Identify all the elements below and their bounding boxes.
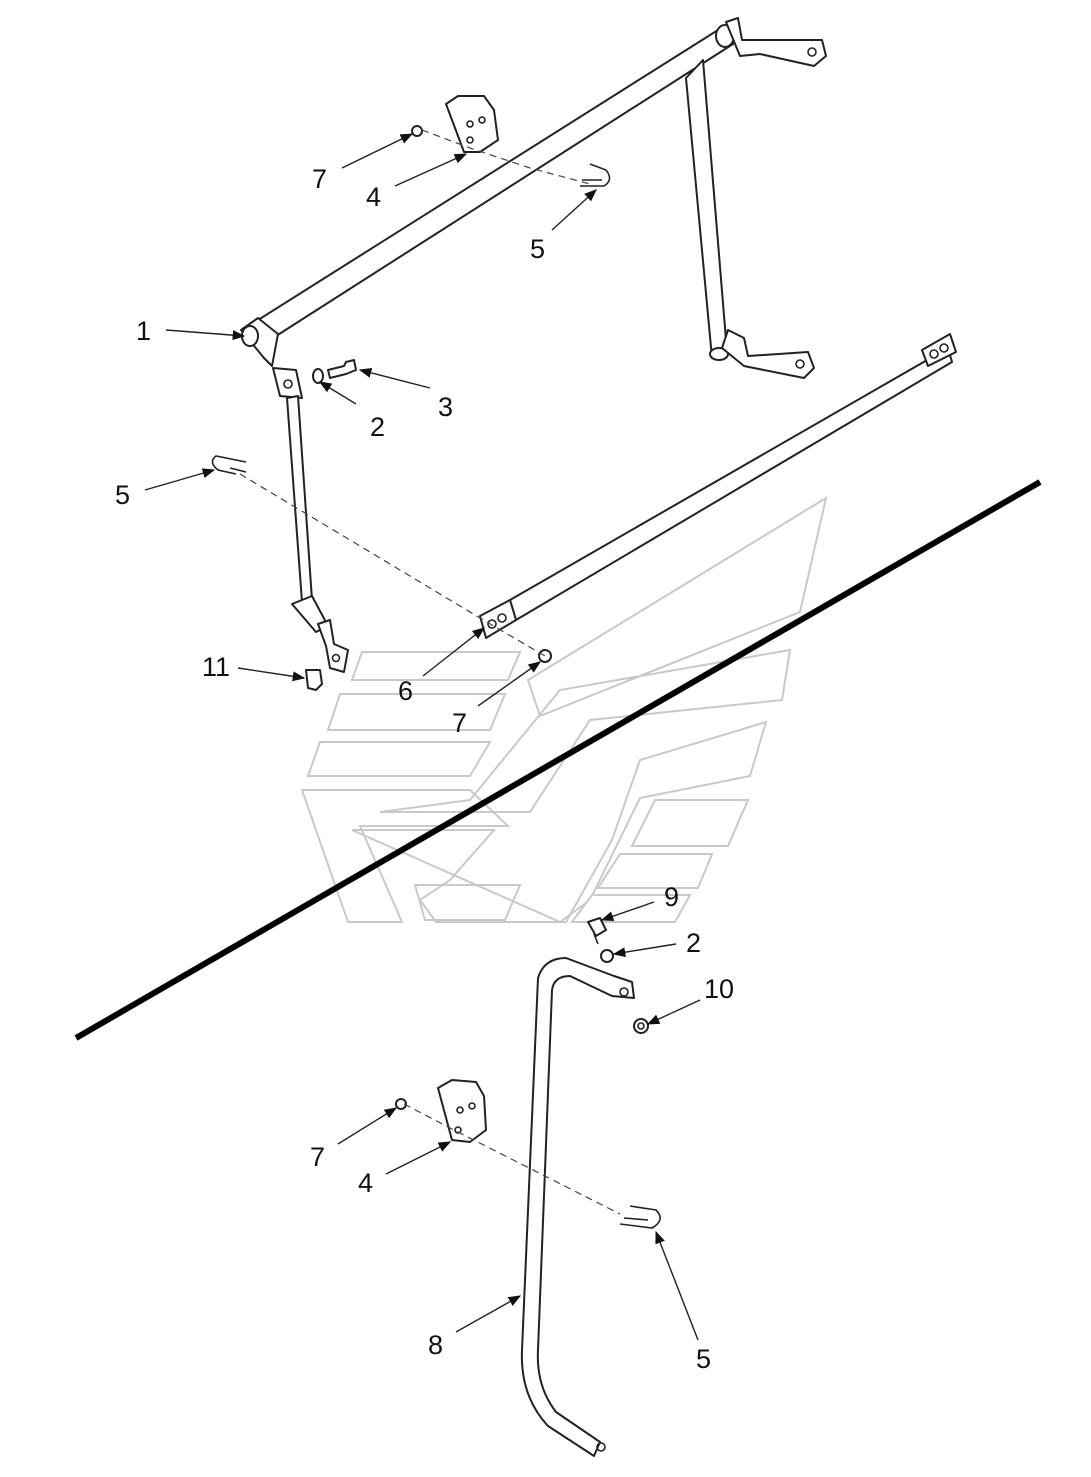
upper-bracket-hole-1 bbox=[466, 120, 474, 128]
section-divider-line bbox=[74, 479, 1042, 1041]
lower-assembly bbox=[395, 917, 661, 1457]
washer-item-2 bbox=[312, 368, 324, 384]
right-end-hole-2 bbox=[939, 343, 949, 353]
callout-2: 2 bbox=[370, 412, 385, 442]
long-tube-body bbox=[509, 347, 953, 621]
leader-5b bbox=[144, 468, 216, 491]
leader-9 bbox=[600, 901, 655, 922]
callout-labels: 1 2 3 4 5 5 6 7 7 11 9 2 10 7 4 5 8 bbox=[115, 164, 734, 1374]
lower-nut-item-7 bbox=[395, 1098, 407, 1110]
leader-8 bbox=[455, 1295, 522, 1333]
leader-4b bbox=[385, 1141, 452, 1175]
upper-nut-item-7 bbox=[411, 125, 423, 137]
lower-u-bolt-thread bbox=[623, 1217, 649, 1221]
callout-5: 5 bbox=[696, 1344, 711, 1374]
right-end-hole-1 bbox=[929, 349, 939, 359]
callout-6: 6 bbox=[398, 676, 413, 706]
left-vertical-post bbox=[286, 395, 313, 603]
left-bracket-plate bbox=[272, 367, 303, 399]
lower-bracket-hole-2 bbox=[468, 1102, 476, 1110]
upper-bracket-item-4 bbox=[445, 95, 499, 153]
washer-item-2-lower bbox=[600, 949, 614, 963]
leader-4a bbox=[394, 153, 468, 187]
leader-2b bbox=[612, 943, 677, 958]
foot-bracket-hole bbox=[795, 359, 805, 369]
leader-1 bbox=[165, 329, 246, 341]
callout-4: 4 bbox=[366, 182, 381, 212]
bolt-item-9-shank bbox=[593, 933, 599, 945]
callout-7: 7 bbox=[310, 1142, 325, 1172]
callout-9: 9 bbox=[664, 882, 679, 912]
callout-10: 10 bbox=[704, 974, 734, 1004]
lower-left-foot-hole bbox=[331, 653, 341, 663]
lower-bracket-hole-1 bbox=[456, 1106, 464, 1114]
upper-right-bracket bbox=[725, 17, 827, 67]
callout-5: 5 bbox=[530, 234, 545, 264]
top-frame-assembly bbox=[240, 17, 827, 673]
callout-2: 2 bbox=[686, 928, 701, 958]
watermark-logo bbox=[300, 495, 828, 924]
left-end-hole-1 bbox=[487, 619, 497, 629]
alignment-lines-upper bbox=[239, 129, 591, 657]
leader-10 bbox=[646, 999, 701, 1025]
left-bracket-hole bbox=[283, 379, 293, 389]
left-u-bolt-thread bbox=[229, 467, 247, 473]
callout-8: 8 bbox=[428, 1330, 443, 1360]
callout-7: 7 bbox=[312, 164, 327, 194]
long-tube-item-6 bbox=[479, 333, 957, 639]
dashed-line-upper bbox=[421, 129, 591, 185]
leader-3 bbox=[358, 367, 431, 389]
leader-6 bbox=[422, 627, 485, 677]
long-tube-end-right bbox=[921, 333, 957, 367]
lower-bracket-hole-3 bbox=[454, 1126, 462, 1134]
left-u-bolt-item-5 bbox=[211, 455, 247, 475]
leader-5a bbox=[551, 189, 597, 231]
bracket-hole bbox=[807, 47, 817, 57]
lower-right-foot-bracket bbox=[721, 329, 815, 379]
bent-rod-item-8 bbox=[520, 957, 635, 1457]
leader-arrows bbox=[144, 133, 701, 1341]
middle-nut-item-7 bbox=[538, 649, 552, 663]
rod-top-hole bbox=[619, 987, 629, 997]
lower-u-bolt-item-5 bbox=[619, 1205, 661, 1229]
leader-5c bbox=[655, 1230, 699, 1341]
callout-4: 4 bbox=[358, 1168, 373, 1198]
upper-bracket-hole-3 bbox=[466, 136, 474, 144]
leader-7c bbox=[337, 1107, 398, 1145]
callout-5: 5 bbox=[115, 480, 130, 510]
callout-1: 1 bbox=[136, 316, 151, 346]
dashed-line-lower bbox=[403, 1103, 621, 1215]
callout-3: 3 bbox=[438, 392, 453, 422]
left-end-cap bbox=[241, 325, 259, 347]
leader-2a bbox=[318, 381, 357, 405]
lower-bracket-item-4 bbox=[437, 1079, 487, 1143]
rod-bottom-hole bbox=[596, 1442, 606, 1452]
leader-7a bbox=[341, 133, 414, 169]
callout-11: 11 bbox=[202, 652, 230, 682]
leader-11 bbox=[237, 667, 306, 682]
callout-7: 7 bbox=[452, 708, 467, 738]
bolt-item-3 bbox=[327, 359, 357, 379]
right-vertical-leg bbox=[685, 59, 728, 359]
dashed-line-middle bbox=[239, 473, 546, 657]
lower-left-foot bbox=[317, 619, 349, 673]
nut-item-10-hole bbox=[637, 1022, 645, 1030]
left-end-hole-2 bbox=[497, 613, 507, 623]
leader-7b bbox=[477, 661, 542, 707]
nut-item-10 bbox=[633, 1018, 649, 1034]
upper-small-parts bbox=[211, 95, 611, 691]
cap-nut-item-11 bbox=[305, 669, 323, 691]
upper-bracket-hole-2 bbox=[478, 116, 486, 124]
bolt-item-9 bbox=[587, 917, 607, 937]
upper-u-bolt-item-5 bbox=[580, 163, 611, 187]
